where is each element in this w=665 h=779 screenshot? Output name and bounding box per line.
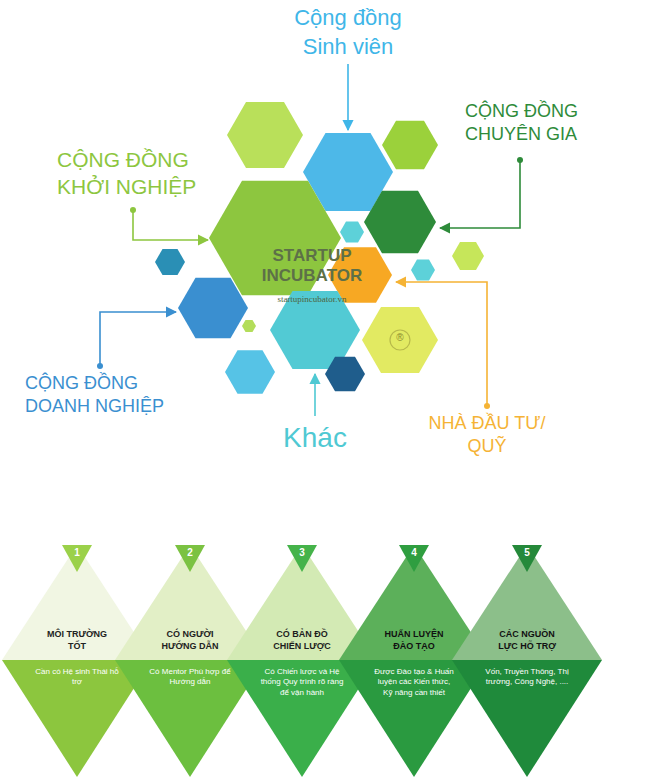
upper-triangle (452, 545, 602, 660)
step-number: 2 (175, 547, 205, 559)
hexagon (225, 350, 275, 393)
step-number: 3 (287, 547, 317, 559)
hexagon (411, 260, 435, 281)
leader-line (396, 282, 487, 406)
step-description: Có Chiến lược và Hệ thống Quy trình rõ r… (260, 667, 344, 698)
hexagon (364, 191, 436, 253)
hexagon-cluster (155, 102, 484, 394)
watermark: STARTUP INCUBATOR (232, 246, 392, 287)
hexagon (178, 278, 248, 339)
hexagon (242, 320, 256, 332)
step-number: 1 (62, 547, 92, 559)
hexagon (362, 307, 438, 373)
number-badge (399, 545, 429, 572)
community-label: CỘNG ĐỒNG KHỞI NGHIỆP (57, 146, 222, 201)
number-badge (62, 545, 92, 572)
leader-lines (97, 64, 523, 416)
hexagon (452, 242, 484, 270)
leader-line (440, 160, 520, 228)
step-number: 5 (512, 547, 542, 559)
number-badge (512, 545, 542, 572)
community-label: Cộng đồng Sinh viên (273, 4, 423, 61)
leader-line (347, 64, 349, 130)
step-description: Được Đào tạo & Huấn luyện các Kiến thức,… (372, 667, 456, 698)
registered-ring (390, 330, 410, 350)
step-description: Vốn, Truyền Thông, Thị trường, Công Nghệ… (485, 667, 569, 688)
number-badge (287, 545, 317, 572)
step-heading: CÓ BẢN ĐỒ CHIẾN LƯỢC (264, 628, 340, 653)
community-label: Khác (255, 420, 375, 456)
leader-line (133, 210, 208, 240)
step-heading: MÔI TRƯỜNG TỐT (39, 628, 115, 653)
registered-mark: ® (390, 332, 410, 344)
hexagon (382, 121, 438, 169)
step-description: Cần có Hệ sinh Thái hỗ trợ (35, 667, 119, 688)
community-label: CỘNG ĐỒNG CHUYÊN GIA (465, 100, 615, 147)
leader-line (314, 374, 316, 416)
step-description: Có Mentor Phù hợp để Hướng dẫn (148, 667, 232, 688)
community-label: NHÀ ĐẦU TƯ/ QUỸ (420, 412, 554, 459)
step-heading: CÁC NGUỒN LỰC HỖ TRỢ (489, 628, 565, 653)
step-number: 4 (399, 547, 429, 559)
hexagon (155, 249, 185, 275)
lower-triangle (452, 660, 602, 777)
community-label: CỘNG ĐỒNG DOANH NGHIỆP (25, 372, 195, 419)
hexagon (227, 102, 303, 168)
hexagon (340, 222, 364, 243)
step-heading: HUẤN LUYỆN ĐÀO TẠO (376, 628, 452, 653)
step-heading: CÓ NGƯỜI HƯỚNG DẪN (152, 628, 228, 653)
watermark-url: startupincubator.vn (242, 294, 382, 306)
diamond-shape (452, 545, 602, 777)
hexagon (325, 357, 365, 392)
leader-line (100, 312, 176, 366)
number-badge (175, 545, 205, 572)
step-diamond: 5CÁC NGUỒN LỰC HỖ TRỢ Vốn, Truyền Thông, … (452, 545, 602, 777)
